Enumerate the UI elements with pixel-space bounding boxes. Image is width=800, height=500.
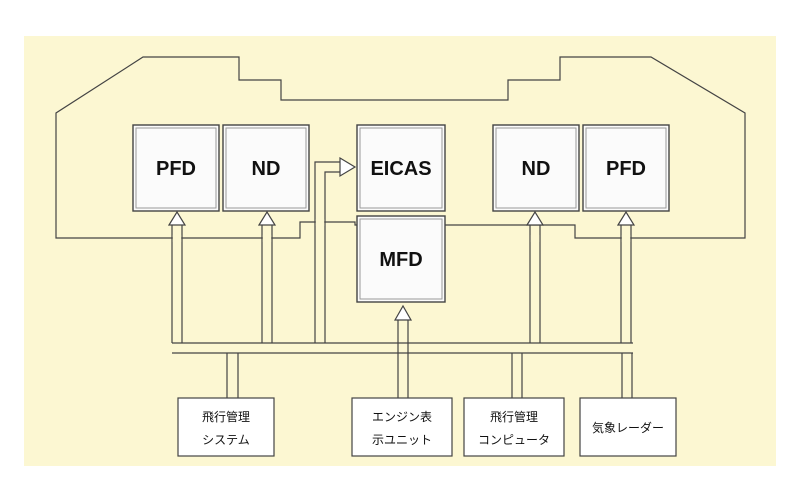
crossing-gaps bbox=[172, 219, 631, 242]
display-screen-eicas: EICAS bbox=[356, 124, 446, 212]
source-label-eiu-line1: エンジン表 bbox=[372, 410, 432, 424]
display-screen-left-pfd: PFD bbox=[132, 124, 220, 212]
arrow-to-mfd bbox=[393, 304, 413, 321]
arrow-to-right-nd bbox=[525, 210, 545, 226]
source-box-wxr: 気象レーダー bbox=[579, 397, 677, 457]
arrow-to-left-pfd bbox=[167, 210, 187, 226]
source-label-wxr: 気象レーダー bbox=[592, 420, 664, 435]
display-label-right-nd: ND bbox=[522, 158, 551, 180]
source-label-eiu-line2: 示ユニット bbox=[372, 433, 432, 447]
arrowheads bbox=[167, 156, 636, 321]
instrument-panel-outline bbox=[55, 56, 746, 239]
display-label-left-nd: ND bbox=[252, 158, 281, 180]
source-box-fms: 飛行管理 システム bbox=[177, 397, 275, 457]
display-screen-mfd: MFD bbox=[356, 215, 446, 303]
display-label-eicas: EICAS bbox=[370, 158, 431, 180]
source-label-fmc-line1: 飛行管理 bbox=[490, 409, 538, 424]
display-screen-left-nd: ND bbox=[222, 124, 310, 212]
source-label-fms-line1: 飛行管理 bbox=[202, 409, 250, 424]
display-label-mfd: MFD bbox=[379, 249, 422, 271]
display-label-left-pfd: PFD bbox=[156, 158, 196, 180]
display-label-right-pfd: PFD bbox=[606, 158, 646, 180]
display-screen-right-pfd: PFD bbox=[582, 124, 670, 212]
source-box-eiu: エンジン表 示ユニット bbox=[351, 397, 453, 457]
source-label-fmc-line2: コンピュータ bbox=[478, 433, 550, 447]
source-label-fms-line2: システム bbox=[202, 433, 250, 447]
arrow-to-eicas bbox=[339, 156, 357, 178]
connection-lines bbox=[171, 161, 633, 398]
arrow-to-right-pfd bbox=[616, 210, 636, 226]
arrow-to-left-nd bbox=[257, 210, 277, 226]
source-box-fmc: 飛行管理 コンピュータ bbox=[463, 397, 565, 457]
display-screen-right-nd: ND bbox=[492, 124, 580, 212]
